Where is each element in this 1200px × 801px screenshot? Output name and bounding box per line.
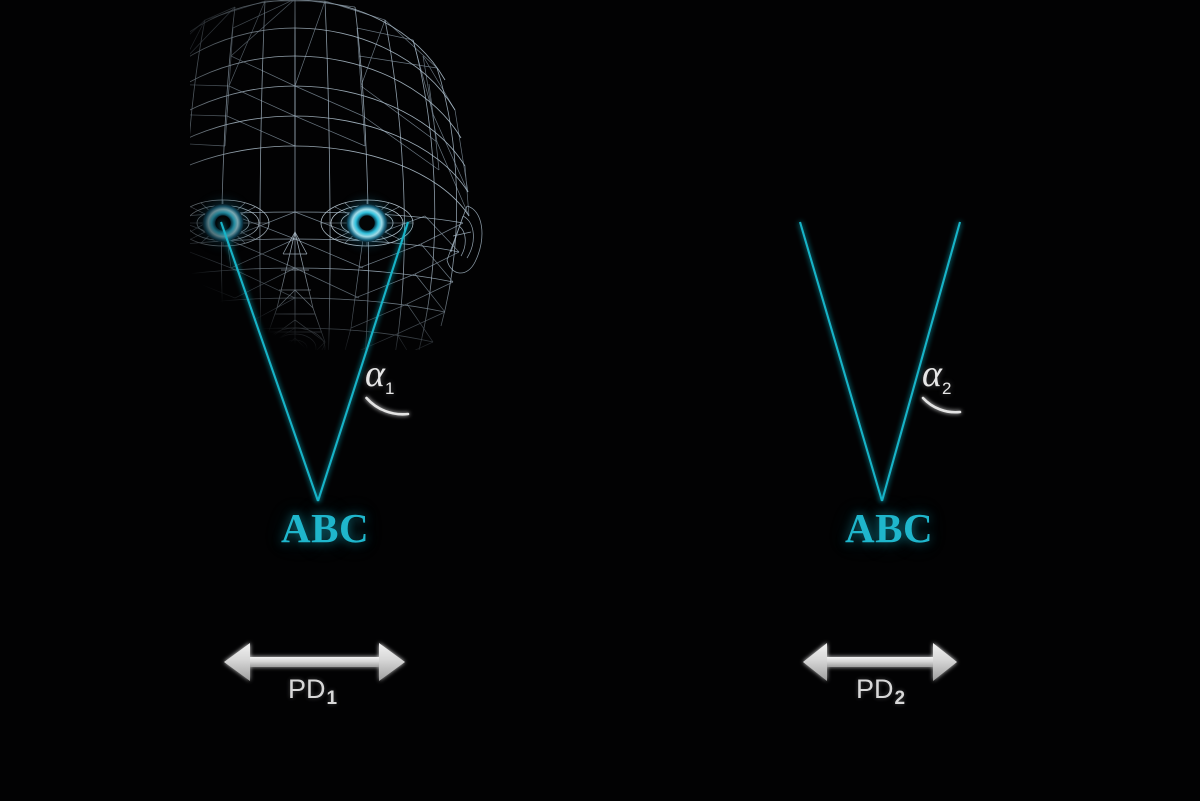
double-headed-arrow-icon-right — [803, 643, 957, 681]
panel-left-geometry — [219, 221, 410, 692]
angle-arc-icon-right-panel — [921, 396, 962, 414]
double-headed-arrow-icon-left — [224, 643, 405, 681]
gaze-ray-right — [317, 221, 409, 502]
gaze-ray-left — [798, 221, 884, 502]
gaze-ray-left — [220, 221, 319, 502]
angle-arc-icon-left-panel — [365, 396, 410, 416]
gaze-ray-right — [880, 221, 962, 502]
panel-right-geometry — [798, 221, 962, 692]
